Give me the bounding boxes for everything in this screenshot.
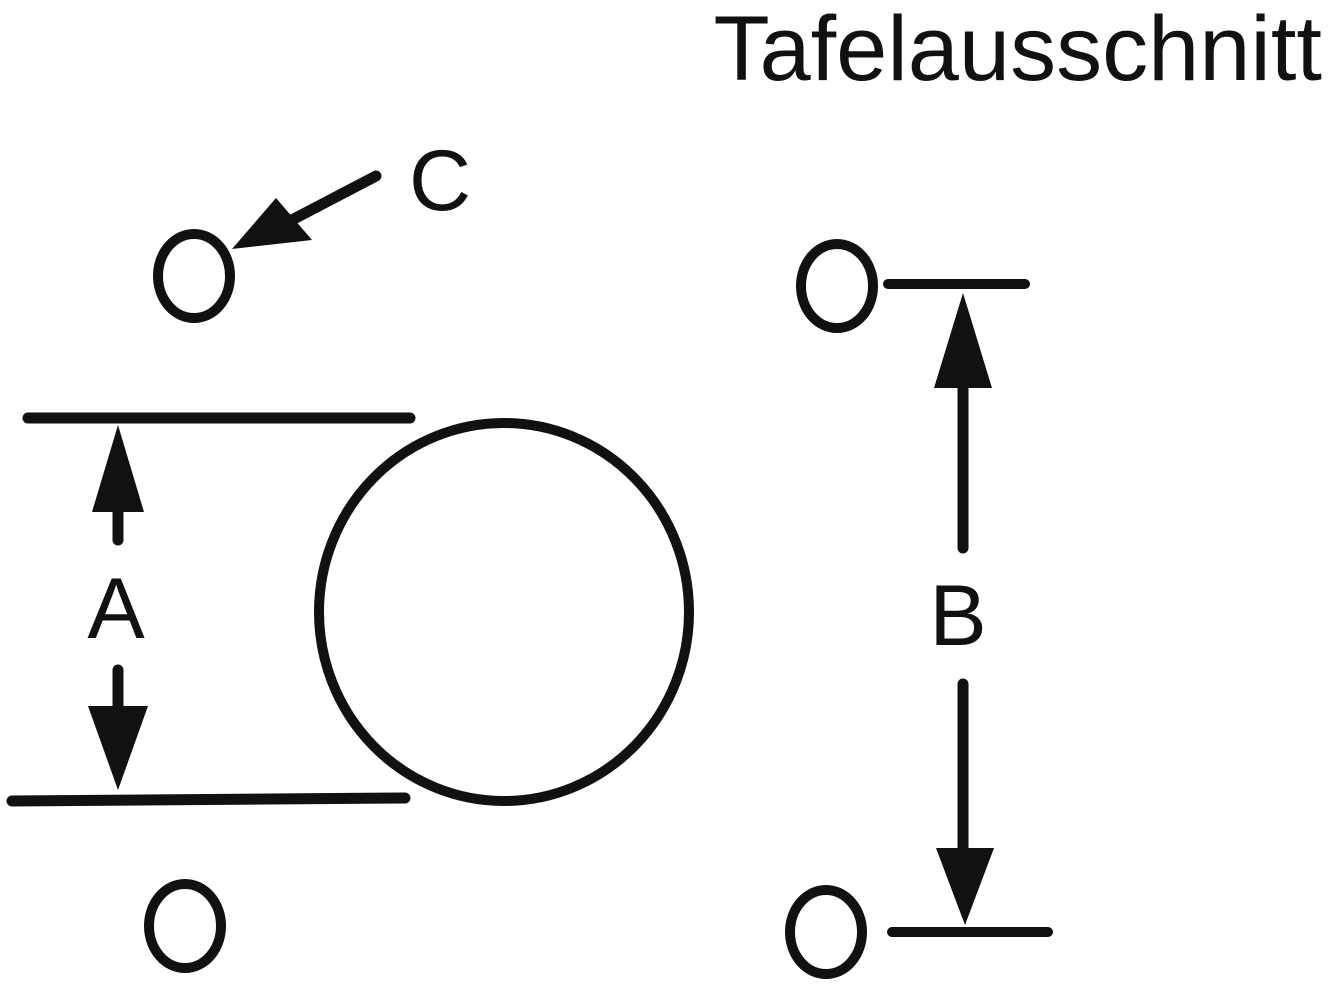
pointer-c-arrowhead: [232, 198, 312, 249]
dimension-a: A: [6, 412, 416, 807]
dimension-b-arrowhead-down: [936, 848, 994, 925]
dimension-b: B: [883, 279, 1053, 937]
pointer-c-label: C: [409, 133, 471, 229]
dimension-a-arrowhead-down: [88, 706, 148, 790]
pointer-c: C: [232, 133, 471, 249]
pointer-c-shaft: [282, 170, 382, 228]
dimension-a-bottom-extension: [6, 792, 411, 807]
dimension-a-arrowhead-up: [92, 425, 144, 512]
dimension-b-arrowhead-up: [934, 293, 992, 388]
dimension-a-label: A: [87, 561, 145, 657]
mounting-hole-bottom-left: [144, 879, 226, 973]
mounting-hole-top-right: [796, 239, 878, 333]
diagram-title: Tafelausschnitt: [713, 0, 1322, 100]
mounting-hole-bottom-right: [785, 885, 867, 979]
mounting-hole-top-left: [153, 229, 235, 323]
dimension-b-label: B: [929, 568, 986, 664]
center-cutout-circle: [314, 418, 694, 806]
